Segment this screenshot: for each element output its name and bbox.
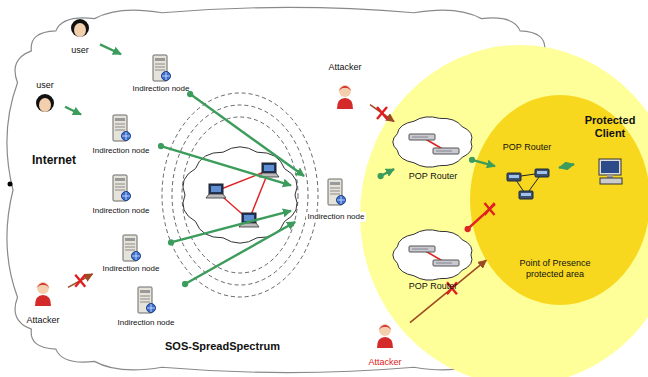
inner-protected-zone [470,95,648,305]
region-label-text: SOS-SpreadSpectrum [165,340,280,352]
node-label: user [71,45,89,56]
router-icon [433,148,459,154]
protected-client: Protected Client [574,114,646,198]
connector [370,105,394,122]
blocked-x [377,107,387,119]
pop-router-cloud: POP Router [394,116,472,182]
server-icon [113,115,131,141]
node-label: Indirection node [93,206,150,216]
region-label-text: Internet [32,153,76,167]
node-label: POP Router [503,142,551,153]
outer-protected-zone [360,45,648,377]
node-label: user [36,80,54,91]
server-icon [328,179,346,205]
pop-cloud [393,230,472,280]
blocked-x [75,275,85,287]
node-label: Attacker [328,62,361,73]
attacker-icon [35,282,51,306]
blocked-mark [447,282,457,294]
blocked-mark [485,203,495,215]
indirection-node: Indirection node [291,176,381,222]
pop-router-cloud: POP Router [394,229,472,292]
attacker-icon [337,85,353,109]
switch-icon [535,169,549,177]
region-label: SOS-SpreadSpectrum [165,336,280,354]
node-label: Indirection node [103,264,160,274]
user-icon [71,19,89,37]
connector [185,222,295,284]
node-label: Indirection node [133,84,190,94]
connector [381,169,394,176]
connector [559,164,574,167]
attacker-icon [377,324,393,348]
node-label: Indirection node [118,318,175,328]
router-icon [409,134,435,140]
user-figure: user [25,80,65,114]
connector [190,94,304,176]
connector [68,274,93,287]
region-label: Internet [32,150,76,168]
node-label: Attacker [368,357,401,368]
indirection-node: Indirection node [81,172,161,216]
server-icon [153,55,171,81]
indirection-node: Indirection node [106,284,186,328]
laptop-icon [206,184,226,198]
node-label: Indirection node [306,212,367,222]
connector [171,211,291,243]
attacker-figure: Attacker [320,62,370,112]
overlay-rings [162,93,318,297]
server-icon [113,175,131,201]
connector [161,146,291,185]
indirection-node: Indirection node [121,52,201,94]
attacker-figure: Attacker [360,318,410,368]
node-label: Point of Presence protected area [505,258,605,280]
pop-router: POP Router [495,142,559,208]
connector [65,107,81,115]
server-icon [123,235,141,261]
router-icon [409,246,435,252]
connector [100,44,121,54]
laptop-icon [259,163,279,177]
blocked-x [485,203,495,215]
user-icon [36,94,54,112]
indirection-node: Indirection node [91,232,171,274]
connector [410,260,486,322]
node-label: Indirection node [93,146,150,156]
blocked-x [447,282,457,294]
node-label: Protected Client [574,114,646,140]
user-figure: user [60,14,100,56]
router-icon [433,260,459,266]
switch-icon [519,191,533,199]
switch-icon [507,173,521,181]
protected-area: Point of Presence protected area POP Rout… [470,95,648,305]
computer-icon [599,159,622,184]
dot [8,182,13,187]
node-label: POP Router [409,281,457,292]
node-label: POP Router [409,171,457,182]
node-label: Attacker [26,315,59,326]
server-icon [138,287,156,313]
blocked-mark [75,275,85,287]
pop-cloud [393,117,472,167]
connector [472,160,495,166]
attacker-figure: Attacker [18,276,68,326]
blocked-mark [377,107,387,119]
overlay-cloud [183,147,297,243]
indirection-node: Indirection node [81,112,161,156]
